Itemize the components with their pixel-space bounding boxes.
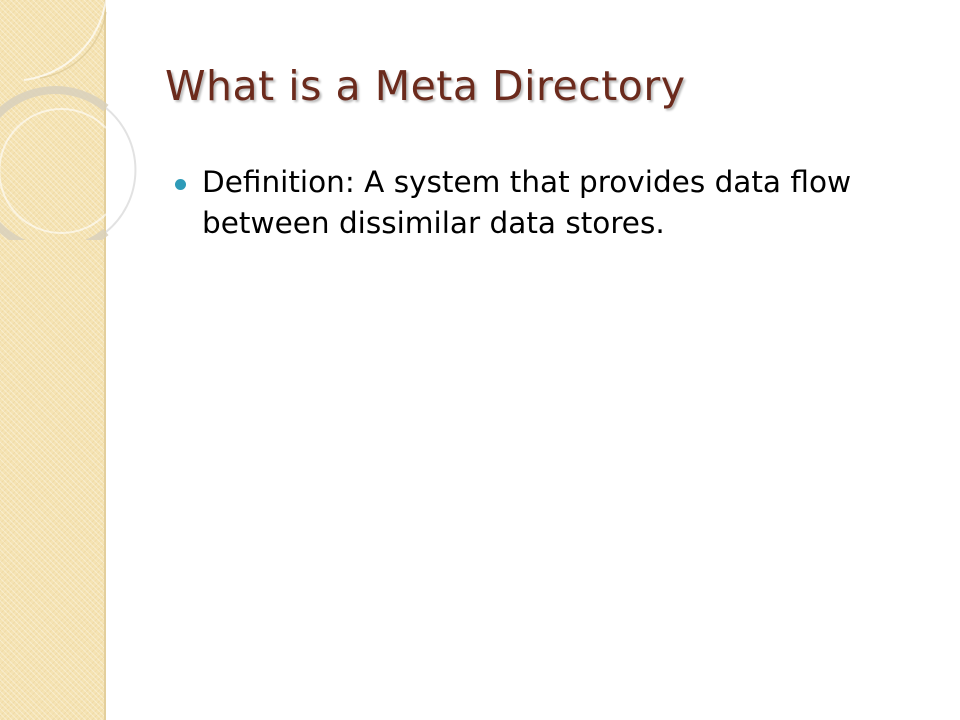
decorative-circles	[0, 0, 137, 240]
decorative-arc-right	[105, 107, 137, 233]
bullet-text: Definition: A system that provides data …	[202, 165, 852, 240]
decorative-ring-inner	[0, 108, 107, 234]
bullet-item: Definition: A system that provides data …	[175, 162, 895, 244]
decorative-ring	[0, 86, 109, 240]
slide-title: What is a Meta Directory	[165, 62, 686, 110]
bullet-dot-icon	[175, 179, 186, 190]
decorative-arc-top-inner	[39, 11, 107, 79]
decorative-side-band	[0, 0, 106, 720]
decorative-arc-top	[23, 0, 107, 81]
bullet-list: Definition: A system that provides data …	[175, 162, 895, 244]
